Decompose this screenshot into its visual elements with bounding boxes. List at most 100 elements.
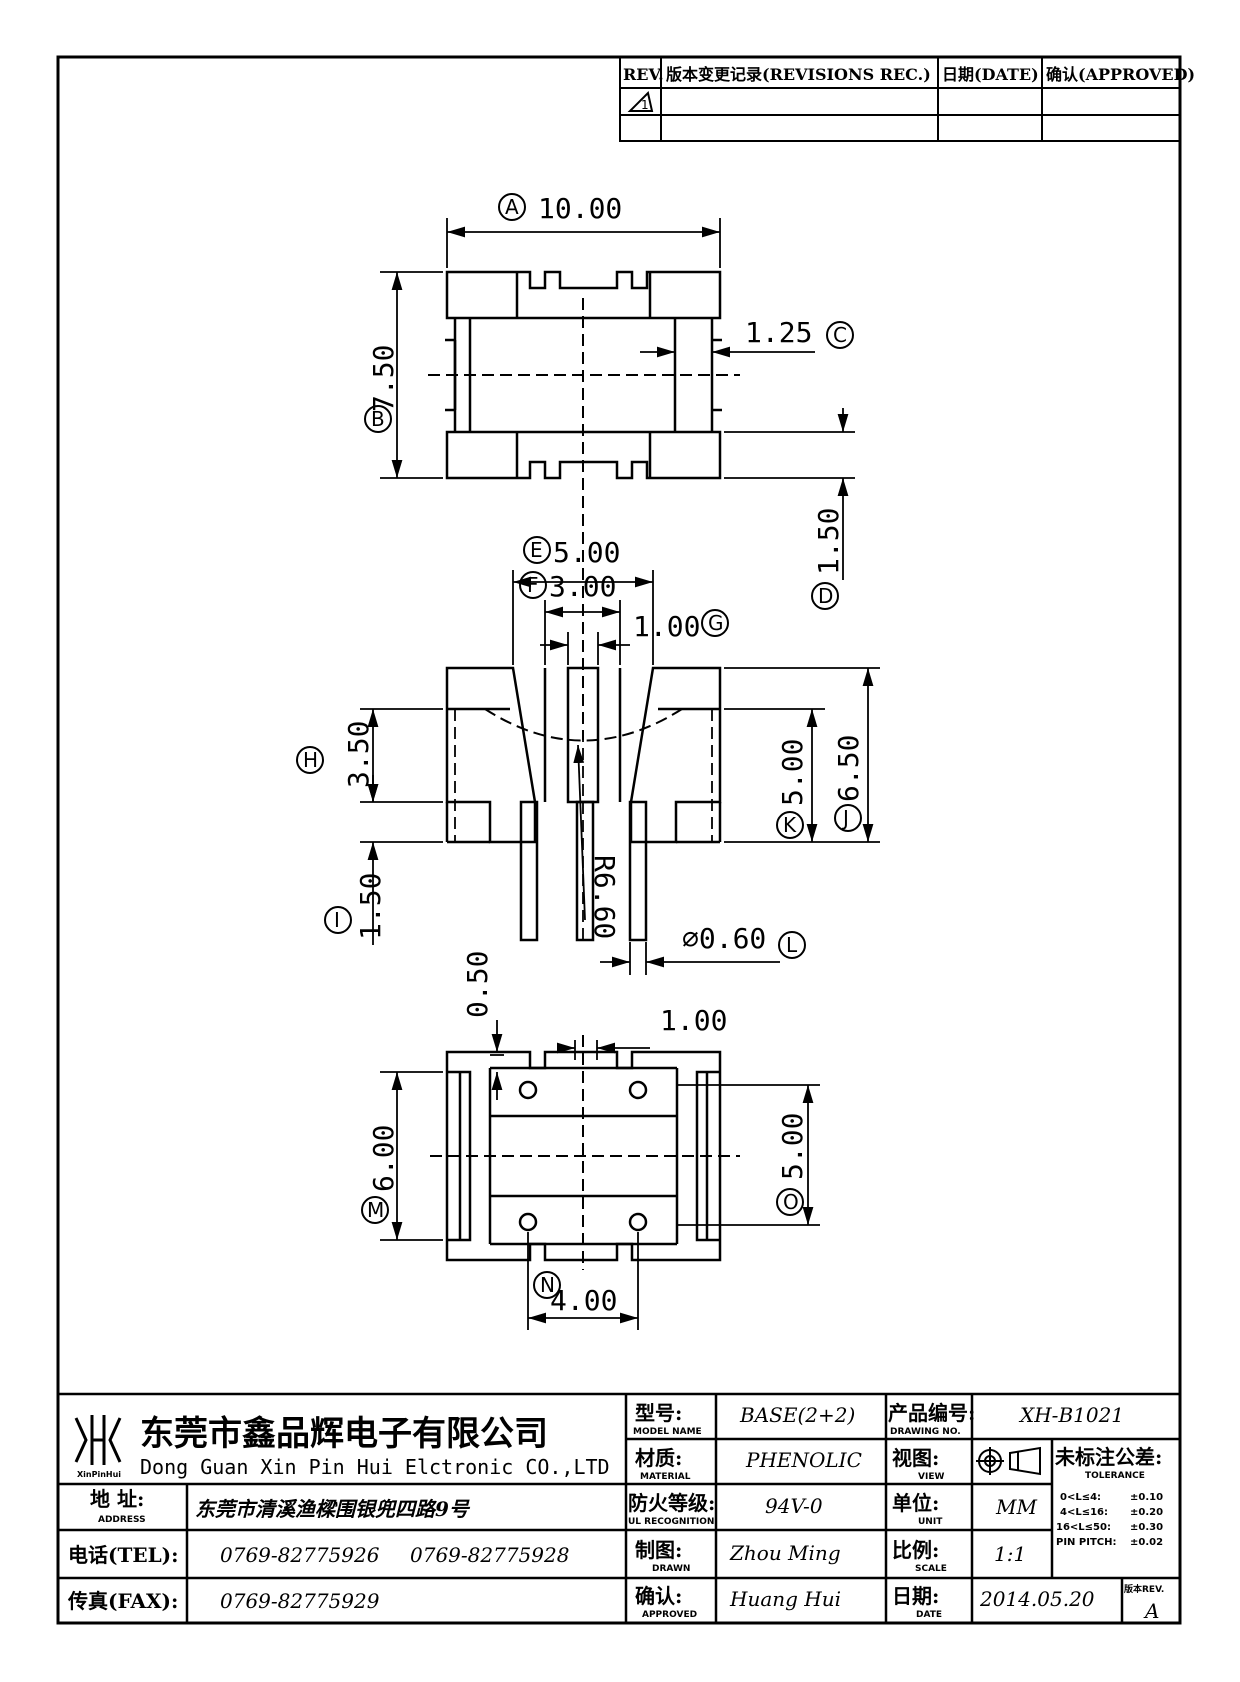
unit-label: 单位: bbox=[892, 1491, 939, 1515]
tolerance-value-2: ±0.20 bbox=[1130, 1507, 1163, 1518]
unit-value: MM bbox=[995, 1495, 1037, 1519]
dim-A-value: 10.00 bbox=[538, 192, 622, 225]
drawn-sublabel: DRAWN bbox=[652, 1564, 690, 1574]
dim-I: I 1.50 bbox=[324, 873, 387, 940]
revision-approved-header: 确认(APPROVED) bbox=[1046, 65, 1195, 84]
svg-text:F: F bbox=[527, 573, 539, 597]
svg-text:B: B bbox=[371, 407, 385, 431]
material-value: PHENOLIC bbox=[745, 1448, 862, 1472]
svg-text:M: M bbox=[367, 1198, 384, 1222]
dim-F-value: 3.00 bbox=[549, 570, 616, 603]
svg-text:A: A bbox=[505, 195, 519, 219]
approved-label: 确认: bbox=[635, 1584, 682, 1608]
address-value: 东莞市清溪渔樑围银兜四路9号 bbox=[195, 1497, 471, 1521]
svg-text:E: E bbox=[530, 538, 543, 562]
tolerance-value-3: ±0.30 bbox=[1130, 1522, 1163, 1533]
tolerance-range-3: 16<L≤50: bbox=[1056, 1522, 1111, 1533]
svg-text:G: G bbox=[708, 611, 724, 635]
dim-B: 7.50 B bbox=[364, 345, 400, 433]
sheet-border bbox=[56, 55, 1182, 1625]
dim-M: 6.00 M bbox=[361, 1125, 400, 1224]
drawing-no-sublabel: DRAWING NO. bbox=[890, 1427, 961, 1437]
dim-C-value: 1.25 bbox=[745, 316, 812, 349]
drawn-value: Zhou Ming bbox=[729, 1541, 841, 1565]
revision-date-header: 日期(DATE) bbox=[942, 65, 1039, 84]
revision-table bbox=[619, 56, 1181, 142]
dim-O: 5.00 O bbox=[776, 1113, 809, 1216]
model-sublabel: MODEL NAME bbox=[633, 1427, 702, 1437]
ul-value: 94V-0 bbox=[765, 1494, 823, 1518]
dim-L-value: ⌀0.60 bbox=[682, 922, 766, 955]
address-sublabel: ADDRESS bbox=[98, 1515, 146, 1525]
dim-N-value: 4.00 bbox=[550, 1284, 617, 1317]
top-view-centerlines bbox=[428, 298, 740, 740]
material-sublabel: MATERIAL bbox=[640, 1472, 691, 1482]
bottom-view-centerlines bbox=[430, 1035, 740, 1270]
dim-slot-value: 1.00 bbox=[660, 1004, 727, 1037]
dim-D: 1.50 D bbox=[811, 508, 845, 610]
dim-C: 1.25 C bbox=[745, 316, 854, 349]
svg-text:K: K bbox=[783, 813, 797, 837]
svg-text:H: H bbox=[303, 748, 318, 772]
dim-D-value: 1.50 bbox=[812, 508, 845, 575]
projection-symbol-icon bbox=[976, 1446, 1041, 1476]
dim-H-value: 3.50 bbox=[342, 721, 375, 788]
svg-text:1: 1 bbox=[641, 98, 649, 112]
dim-L: ⌀0.60 L bbox=[682, 922, 806, 959]
svg-text:O: O bbox=[783, 1190, 799, 1214]
dim-K: 5.00 K bbox=[776, 739, 809, 839]
tel-label: 电话(TEL): bbox=[68, 1543, 179, 1567]
tolerance-sublabel: TOLERANCE bbox=[1085, 1471, 1145, 1481]
dim-J: 6.50 J bbox=[832, 735, 865, 832]
dim-O-value: 5.00 bbox=[776, 1113, 809, 1180]
dim-G: 1.00 G bbox=[633, 609, 729, 643]
rev-label: 版本REV. bbox=[1123, 1583, 1164, 1595]
dim-E-value: 5.00 bbox=[553, 536, 620, 569]
revision-triangle-icon: 1 bbox=[627, 91, 654, 112]
dim-I-value: 1.50 bbox=[354, 873, 387, 940]
approved-value: Huang Hui bbox=[729, 1587, 841, 1611]
svg-text:J: J bbox=[841, 806, 849, 830]
dim-R-value: R6.60 bbox=[588, 855, 621, 939]
front-view-arc bbox=[484, 708, 683, 742]
company-name-cn: 东莞市鑫品辉电子有限公司 bbox=[140, 1414, 548, 1454]
bottom-view-dimensions bbox=[380, 1020, 820, 1330]
tolerance-range-1: 0<L≤4: bbox=[1060, 1492, 1101, 1503]
top-view-dimensions bbox=[380, 218, 855, 580]
tel-value-1: 0769-82775926 bbox=[220, 1543, 380, 1567]
tel-value-2: 0769-82775928 bbox=[410, 1543, 569, 1567]
date-value: 2014.05.20 bbox=[979, 1587, 1095, 1611]
company-logo bbox=[74, 1415, 122, 1465]
drawing-no-label: 产品编号: bbox=[888, 1401, 975, 1425]
dim-B-value: 7.50 bbox=[367, 345, 400, 412]
fax-value: 0769-82775929 bbox=[220, 1589, 380, 1613]
tolerance-range-4: PIN PITCH: bbox=[1056, 1537, 1116, 1548]
scale-label: 比例: bbox=[892, 1538, 939, 1562]
fax-label: 传真(FAX): bbox=[67, 1589, 178, 1613]
svg-text:C: C bbox=[833, 323, 847, 347]
rev-value: A bbox=[1143, 1599, 1159, 1623]
svg-text:D: D bbox=[818, 584, 833, 608]
dim-J-value: 6.50 bbox=[832, 735, 865, 802]
dim-N: N 4.00 bbox=[533, 1271, 617, 1317]
date-label: 日期: bbox=[892, 1584, 939, 1608]
view-label: 视图: bbox=[892, 1446, 939, 1470]
model-label: 型号: bbox=[635, 1401, 682, 1425]
material-label: 材质: bbox=[635, 1446, 682, 1470]
tolerance-range-2: 4<L≤16: bbox=[1060, 1507, 1108, 1518]
model-value: BASE(2+2) bbox=[739, 1403, 855, 1427]
svg-text:L: L bbox=[786, 933, 798, 957]
dim-F: F 3.00 bbox=[519, 570, 616, 603]
company-name-en: Dong Guan Xin Pin Hui Elctronic CO.,LTD bbox=[140, 1455, 610, 1479]
tolerance-value-1: ±0.10 bbox=[1130, 1492, 1163, 1503]
dim-H: H 3.50 bbox=[296, 721, 375, 788]
dim-M-value: 6.00 bbox=[367, 1125, 400, 1192]
svg-text:N: N bbox=[540, 1273, 555, 1297]
tolerance-label: 未标注公差: bbox=[1055, 1445, 1162, 1469]
unit-sublabel: UNIT bbox=[918, 1517, 943, 1527]
tolerance-value-4: ±0.02 bbox=[1130, 1537, 1163, 1548]
front-view-centerlines bbox=[454, 640, 713, 940]
scale-sublabel: SCALE bbox=[915, 1564, 947, 1574]
ul-sublabel: UL RECOGNITION bbox=[628, 1517, 714, 1527]
